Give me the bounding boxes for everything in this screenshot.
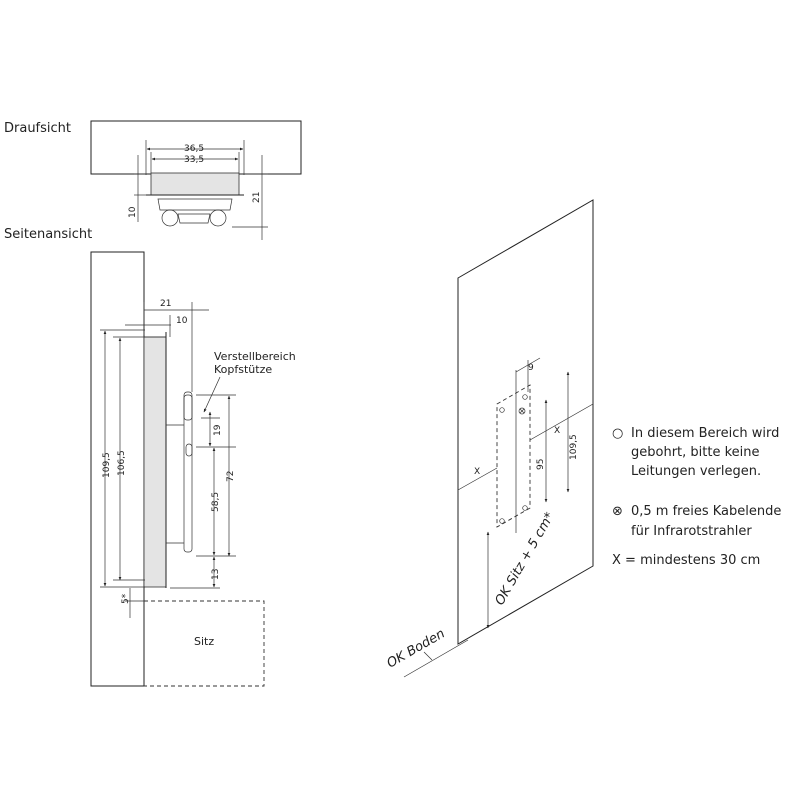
seat-outline: [144, 600, 265, 687]
dim-top-offset-label: 10: [128, 206, 138, 218]
side-view: Seitenansicht 21 10 109,5 106,5 Verstell…: [4, 227, 296, 687]
drill-area: [496, 384, 531, 528]
side-view-panel: [143, 336, 167, 588]
legend-item2-line1: 0,5 m freies Kabelende: [631, 504, 781, 519]
top-view-panel: [150, 172, 240, 196]
seat-offset-label: OK Sitz + 5 cm*: [492, 510, 558, 608]
dim-wall-x-right: [529, 403, 594, 441]
legend-symbol-cross-circle: ⊗: [612, 504, 623, 519]
dim-adjust-range-label: 19: [213, 424, 223, 436]
wall-plane: [457, 199, 594, 645]
top-view-title: Draufsicht: [4, 121, 71, 136]
dim-height-total-label: 109,5: [102, 452, 112, 478]
dim-top-depth-label: 21: [252, 192, 262, 203]
seat-label: Sitz: [194, 635, 214, 648]
top-view: Draufsicht 36,5 33,5 21 10: [4, 120, 302, 240]
top-view-knob-left: [161, 209, 179, 227]
dim-adjust-height-label: 72: [226, 471, 236, 482]
adjust-label-line1: Verstellbereich: [214, 350, 296, 363]
legend-symbol-circle: ○: [612, 426, 623, 441]
dim-wall-x-left: [457, 467, 498, 491]
dim-wall-95-label: 95: [536, 459, 546, 470]
side-view-rail: [183, 391, 193, 553]
drill-hole: [522, 505, 528, 511]
dim-seat-gap-label: 5*: [121, 593, 131, 604]
adjust-pointer: [203, 376, 221, 413]
dim-wall-x-right-label: X: [554, 426, 560, 436]
dim-wall-x-left-label: X: [474, 467, 480, 477]
wall-view: OK Boden 9 X X 95 109,5 OK Sitz + 5 cm*: [385, 199, 594, 678]
floor-line: [403, 639, 469, 678]
dim-height-inner-label: 106,5: [117, 450, 127, 476]
legend: ○ In diesem Bereich wird gebohrt, bitte …: [612, 426, 781, 568]
floor-label: OK Boden: [385, 626, 448, 671]
top-view-headrest: [177, 213, 211, 224]
dim-rail-height-label: 58,5: [211, 492, 221, 512]
top-view-knob-right: [209, 209, 227, 227]
drill-hole: [499, 518, 505, 524]
side-view-title: Seitenansicht: [4, 227, 92, 242]
legend-item1-line3: Leitungen verlegen.: [631, 464, 761, 479]
legend-item2-line2: für Infrarotstrahler: [631, 524, 752, 539]
dim-bottom-gap-label: 13: [211, 569, 221, 580]
legend-item1-line2: gebohrt, bitte keine: [631, 445, 760, 460]
dim-side-offset-label: 10: [176, 316, 188, 326]
adjust-label-line2: Kopfstütze: [214, 363, 272, 376]
dim-wall-offset-label: 9: [528, 363, 534, 373]
dim-top-width-outer-label: 36,5: [184, 144, 204, 154]
cable-end-marker: [518, 407, 526, 415]
drill-hole: [499, 407, 505, 413]
top-view-bracket: [157, 198, 233, 211]
dim-wall-109-label: 109,5: [569, 434, 579, 460]
legend-item3: X = mindestens 30 cm: [612, 553, 760, 568]
dim-top-width-inner-label: 33,5: [184, 155, 204, 165]
dim-side-depth-label: 21: [160, 299, 171, 309]
drill-hole: [522, 394, 528, 400]
legend-item1-line1: In diesem Bereich wird: [631, 426, 779, 441]
